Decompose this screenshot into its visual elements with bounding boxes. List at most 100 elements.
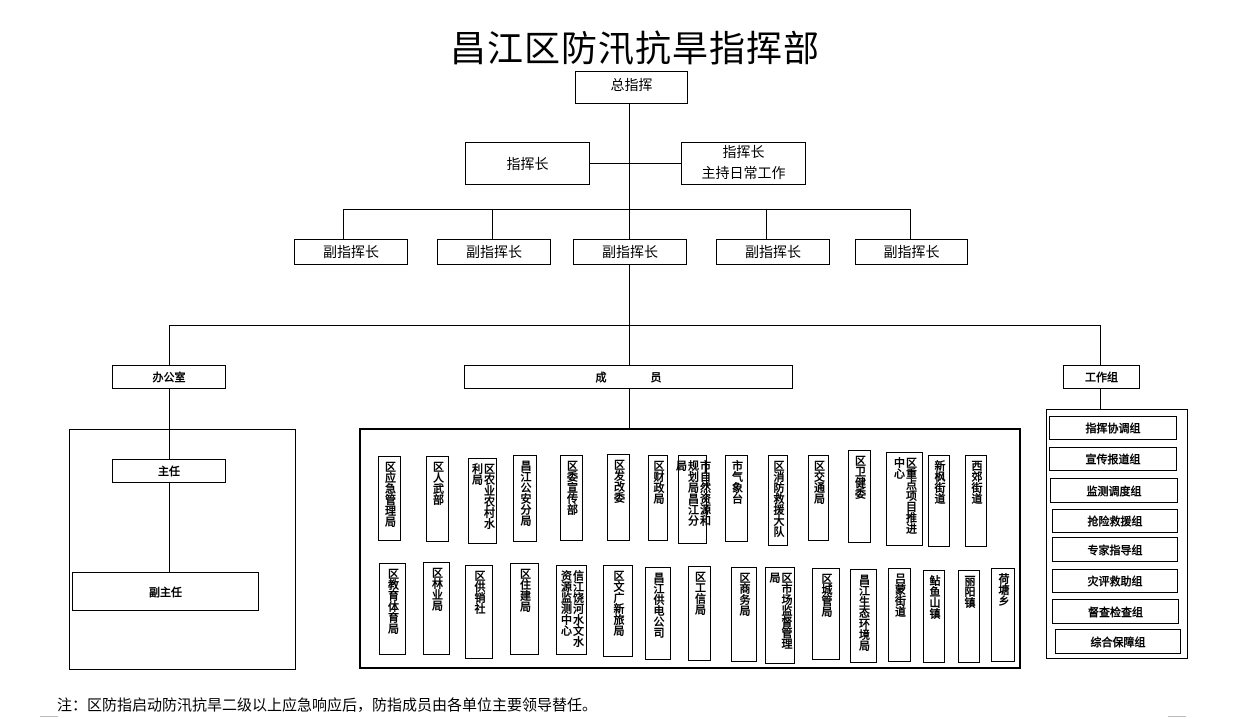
office-box: 办公室 bbox=[112, 365, 226, 389]
vice-commander-label: 副指挥长 bbox=[602, 245, 658, 261]
member-unit-label: 吕蒙街道 bbox=[893, 573, 907, 617]
workgroup-box: 工作组 bbox=[1063, 365, 1140, 389]
member-unit-box: 区教育体育局 bbox=[379, 563, 406, 655]
member-unit-box: 市自然资源和规划局昌江分局 bbox=[675, 455, 712, 544]
member-unit-box: 区人武部 bbox=[426, 456, 449, 542]
vice-commander-label: 副指挥长 bbox=[883, 245, 940, 261]
connector-vice-5 bbox=[910, 209, 911, 239]
member-unit-box: 市气象台 bbox=[725, 455, 748, 542]
connector-office bbox=[169, 325, 170, 365]
page-edge-mark-right bbox=[1168, 716, 1186, 717]
workgroup-item-box: 灾评救助组 bbox=[1052, 569, 1178, 593]
connector-members-down bbox=[629, 389, 630, 428]
member-unit-label: 西郊街道 bbox=[970, 460, 983, 504]
member-unit-box: 区林业局 bbox=[423, 562, 450, 655]
connector-vice-4 bbox=[766, 209, 767, 239]
page-title: 昌江区防汛抗旱指挥部 bbox=[449, 29, 820, 70]
workgroup-item-label: 宣传报道组 bbox=[1085, 453, 1141, 466]
member-unit-box: 鲇鱼山镇 bbox=[923, 570, 945, 663]
chief-left-label: 指挥长 bbox=[506, 156, 549, 173]
director-box: 主任 bbox=[112, 459, 226, 483]
member-unit-box: 区卫健委 bbox=[848, 450, 871, 543]
member-unit-label: 区农业农村水利局 bbox=[470, 463, 496, 529]
vice-commander-box-4: 副指挥长 bbox=[716, 239, 830, 265]
member-unit-box: 区委宣传部 bbox=[560, 455, 583, 541]
footnote: 注：区防指启动防汛抗旱二级以上应急响应后，防指成员由各单位主要领导替任。 bbox=[57, 696, 598, 714]
member-unit-label: 区发改委 bbox=[612, 459, 626, 503]
connector-vice-bar bbox=[343, 209, 910, 210]
member-unit-label: 区文广新旅局 bbox=[612, 570, 625, 636]
connector-office-down bbox=[169, 389, 170, 429]
chief-right-line1: 指挥长 bbox=[722, 144, 765, 161]
director-label: 主任 bbox=[158, 465, 180, 478]
member-unit-box: 区发改委 bbox=[607, 454, 630, 541]
members-box: 成 员 bbox=[464, 365, 793, 389]
member-unit-label: 区应急管理局 bbox=[383, 461, 397, 527]
connector-workgroup-down bbox=[1100, 389, 1101, 409]
chief-box-right: 指挥长 主持日常工作 bbox=[681, 142, 806, 185]
member-unit-label: 区人武部 bbox=[431, 461, 445, 505]
member-unit-label: 鲇鱼山镇 bbox=[928, 575, 941, 619]
commander-box: 总指挥 bbox=[575, 71, 688, 104]
workgroup-panel bbox=[1046, 409, 1188, 659]
member-unit-label: 区林业局 bbox=[430, 567, 444, 611]
connector-trunk-lower bbox=[629, 265, 630, 365]
workgroup-item-box: 督查检查组 bbox=[1052, 599, 1179, 624]
member-unit-label: 新枫街道 bbox=[933, 460, 946, 504]
member-unit-label: 区教育体育局 bbox=[386, 568, 400, 634]
member-unit-box: 区商务局 bbox=[731, 567, 757, 662]
member-unit-box: 区财政局 bbox=[648, 455, 668, 541]
member-unit-label: 区供销社 bbox=[473, 570, 486, 614]
member-unit-label: 区住建局 bbox=[518, 568, 532, 612]
member-unit-box: 区应急管理局 bbox=[378, 456, 401, 541]
member-unit-box: 新枫街道 bbox=[928, 455, 950, 547]
office-label: 办公室 bbox=[152, 371, 186, 384]
member-unit-box: 区消防救援大队 bbox=[768, 455, 788, 546]
member-unit-label: 昌江供电公司 bbox=[652, 572, 665, 638]
member-unit-label: 市自然资源和规划局昌江分局 bbox=[674, 460, 712, 526]
vice-commander-box-2: 副指挥长 bbox=[437, 239, 551, 265]
member-unit-box: 丽阳镇 bbox=[958, 570, 980, 663]
workgroup-item-box: 指挥协调组 bbox=[1049, 416, 1177, 440]
member-unit-box: 区重点项目推进中心 bbox=[886, 452, 923, 546]
member-unit-label: 市气象台 bbox=[730, 460, 744, 504]
connector-vice-1 bbox=[343, 209, 344, 239]
workgroup-item-box: 宣传报道组 bbox=[1049, 447, 1177, 471]
connector-dept-bar bbox=[169, 325, 1101, 326]
member-unit-box: 吕蒙街道 bbox=[888, 568, 911, 662]
vice-commander-label: 副指挥长 bbox=[745, 245, 801, 261]
member-unit-label: 区卫健委 bbox=[853, 455, 867, 499]
member-unit-box: 信江饶河水文水资源监测中心 bbox=[556, 565, 587, 655]
workgroup-item-box: 专家指导组 bbox=[1052, 537, 1178, 562]
member-unit-box: 昌江公安分局 bbox=[513, 455, 537, 542]
vice-commander-box-3: 副指挥长 bbox=[573, 239, 687, 265]
member-unit-label: 区交通局 bbox=[812, 460, 826, 504]
chief-box-left: 指挥长 bbox=[465, 142, 590, 185]
vice-commander-label: 副指挥长 bbox=[323, 245, 379, 261]
connector-workgroup bbox=[1100, 325, 1101, 365]
member-unit-label: 区商务局 bbox=[738, 572, 751, 616]
member-unit-box: 区市场监督管理局 bbox=[765, 567, 795, 664]
workgroup-item-label: 监测调度组 bbox=[1086, 484, 1142, 498]
member-unit-label: 区城管局 bbox=[820, 573, 833, 617]
member-unit-box: 区城管局 bbox=[812, 568, 840, 660]
member-unit-box: 荷塘乡 bbox=[991, 568, 1015, 662]
chief-right-line2: 主持日常工作 bbox=[701, 165, 786, 182]
member-unit-label: 区财政局 bbox=[652, 460, 665, 504]
deputy-director-label: 副主任 bbox=[149, 585, 182, 599]
member-unit-label: 区重点项目推进中心 bbox=[892, 457, 918, 534]
member-unit-box: 区供销社 bbox=[465, 565, 493, 659]
vice-commander-box-5: 副指挥长 bbox=[855, 239, 968, 265]
page-edge-mark-left bbox=[40, 716, 58, 717]
office-panel bbox=[69, 429, 296, 670]
workgroup-label: 工作组 bbox=[1085, 371, 1118, 384]
connector-main-trunk bbox=[629, 104, 630, 239]
member-unit-label: 区消防救援大队 bbox=[772, 460, 785, 537]
workgroup-item-label: 督查检查组 bbox=[1088, 605, 1143, 619]
member-unit-box: 昌江生态环境局 bbox=[850, 569, 877, 663]
members-panel bbox=[359, 428, 1021, 669]
member-unit-label: 区工信局 bbox=[693, 571, 707, 615]
member-unit-box: 区文广新旅局 bbox=[603, 565, 633, 657]
member-unit-box: 区住建局 bbox=[510, 563, 539, 655]
workgroup-item-label: 综合保障组 bbox=[1090, 635, 1146, 649]
